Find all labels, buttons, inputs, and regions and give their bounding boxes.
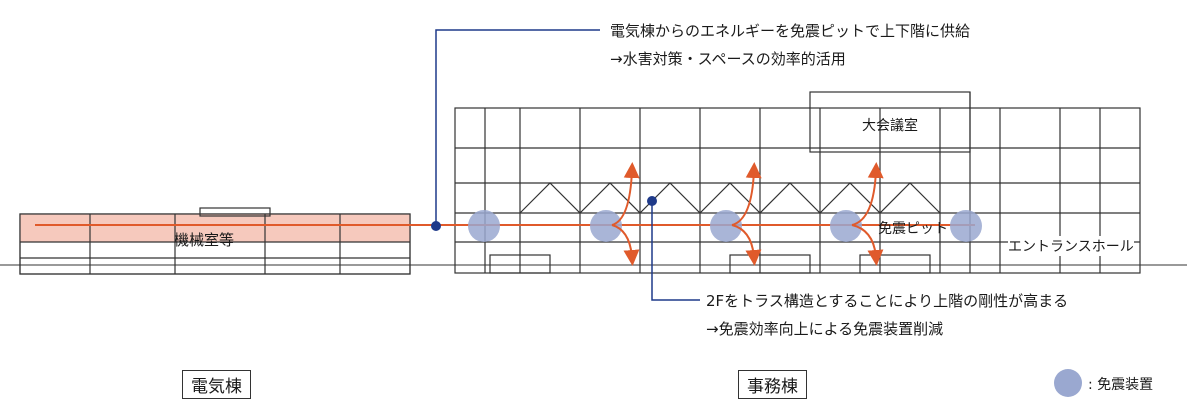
legend-isolator-label: : 免震装置 [1088, 377, 1154, 393]
isolator-1 [468, 210, 500, 242]
isolator-2 [590, 210, 622, 242]
seismic-pit-label: 免震ピット [878, 221, 948, 237]
isolator-5 [950, 210, 982, 242]
machine-room-label: 機械室等 [174, 231, 235, 249]
top-annotation-line1: 電気棟からのエネルギーを免震ピットで上下階に供給 [610, 22, 971, 40]
entrance-hall-label: エントランスホール [1008, 236, 1134, 256]
leader-dot-top [431, 221, 441, 231]
leader-dot-bottom [647, 196, 657, 206]
energy-branch-arrows [611, 162, 884, 266]
office-building-section [454, 91, 1141, 274]
annotation-leaders [435, 29, 700, 301]
seismic-isolators [468, 210, 982, 242]
electric-building-label: 電気棟 [182, 370, 251, 399]
bottom-annotation-line2: →免震効率向上による免震装置削減 [706, 320, 944, 338]
top-annotation-line2: →水害対策・スペースの効率的活用 [610, 50, 846, 68]
isolator-3 [710, 210, 742, 242]
isolator-4 [830, 210, 862, 242]
office-building-label: 事務棟 [738, 370, 807, 399]
legend-isolator-swatch [1054, 369, 1082, 397]
conference-room-label: 大会議室 [862, 118, 918, 134]
bottom-annotation-line1: 2Fをトラス構造とすることにより上階の剛性が高まる [706, 292, 1069, 310]
